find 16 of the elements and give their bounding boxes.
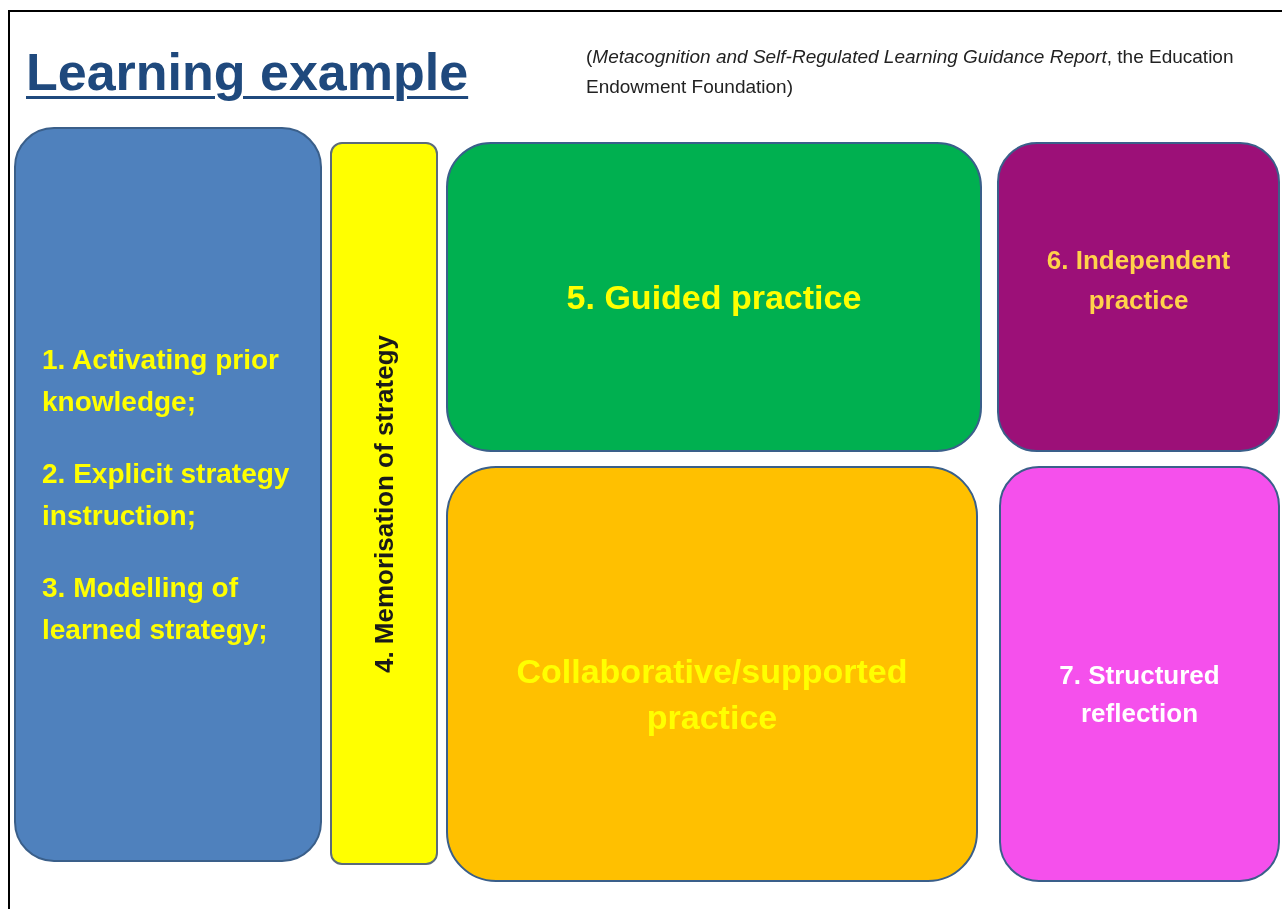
rounded-box — [14, 127, 322, 862]
rounded-box — [999, 466, 1280, 882]
title: Learning example — [26, 42, 469, 102]
step-text: 1. Activating prior knowledge; — [42, 342, 280, 419]
source-note: (Metacognition and Self-Regulated Learning Guidance Report, the Education Endowment Foundation) — [586, 45, 1235, 99]
rounded-box — [446, 142, 982, 452]
step-text: 3. Modelling of learned strategy; — [42, 570, 269, 647]
rounded-box — [446, 466, 978, 882]
box-label: 5. Guided practice — [566, 276, 862, 318]
box-label: 7. Structured reflection — [1058, 659, 1221, 730]
box-label: Collaborative/supported practice — [515, 651, 909, 738]
rounded-box — [330, 142, 438, 865]
box-label: 4. Memorisation of strategy — [367, 334, 400, 673]
rounded-box — [997, 142, 1280, 452]
box-label: 6. Independent practice — [1045, 244, 1232, 317]
step-text: 2. Explicit strategy instruction; — [42, 456, 291, 533]
